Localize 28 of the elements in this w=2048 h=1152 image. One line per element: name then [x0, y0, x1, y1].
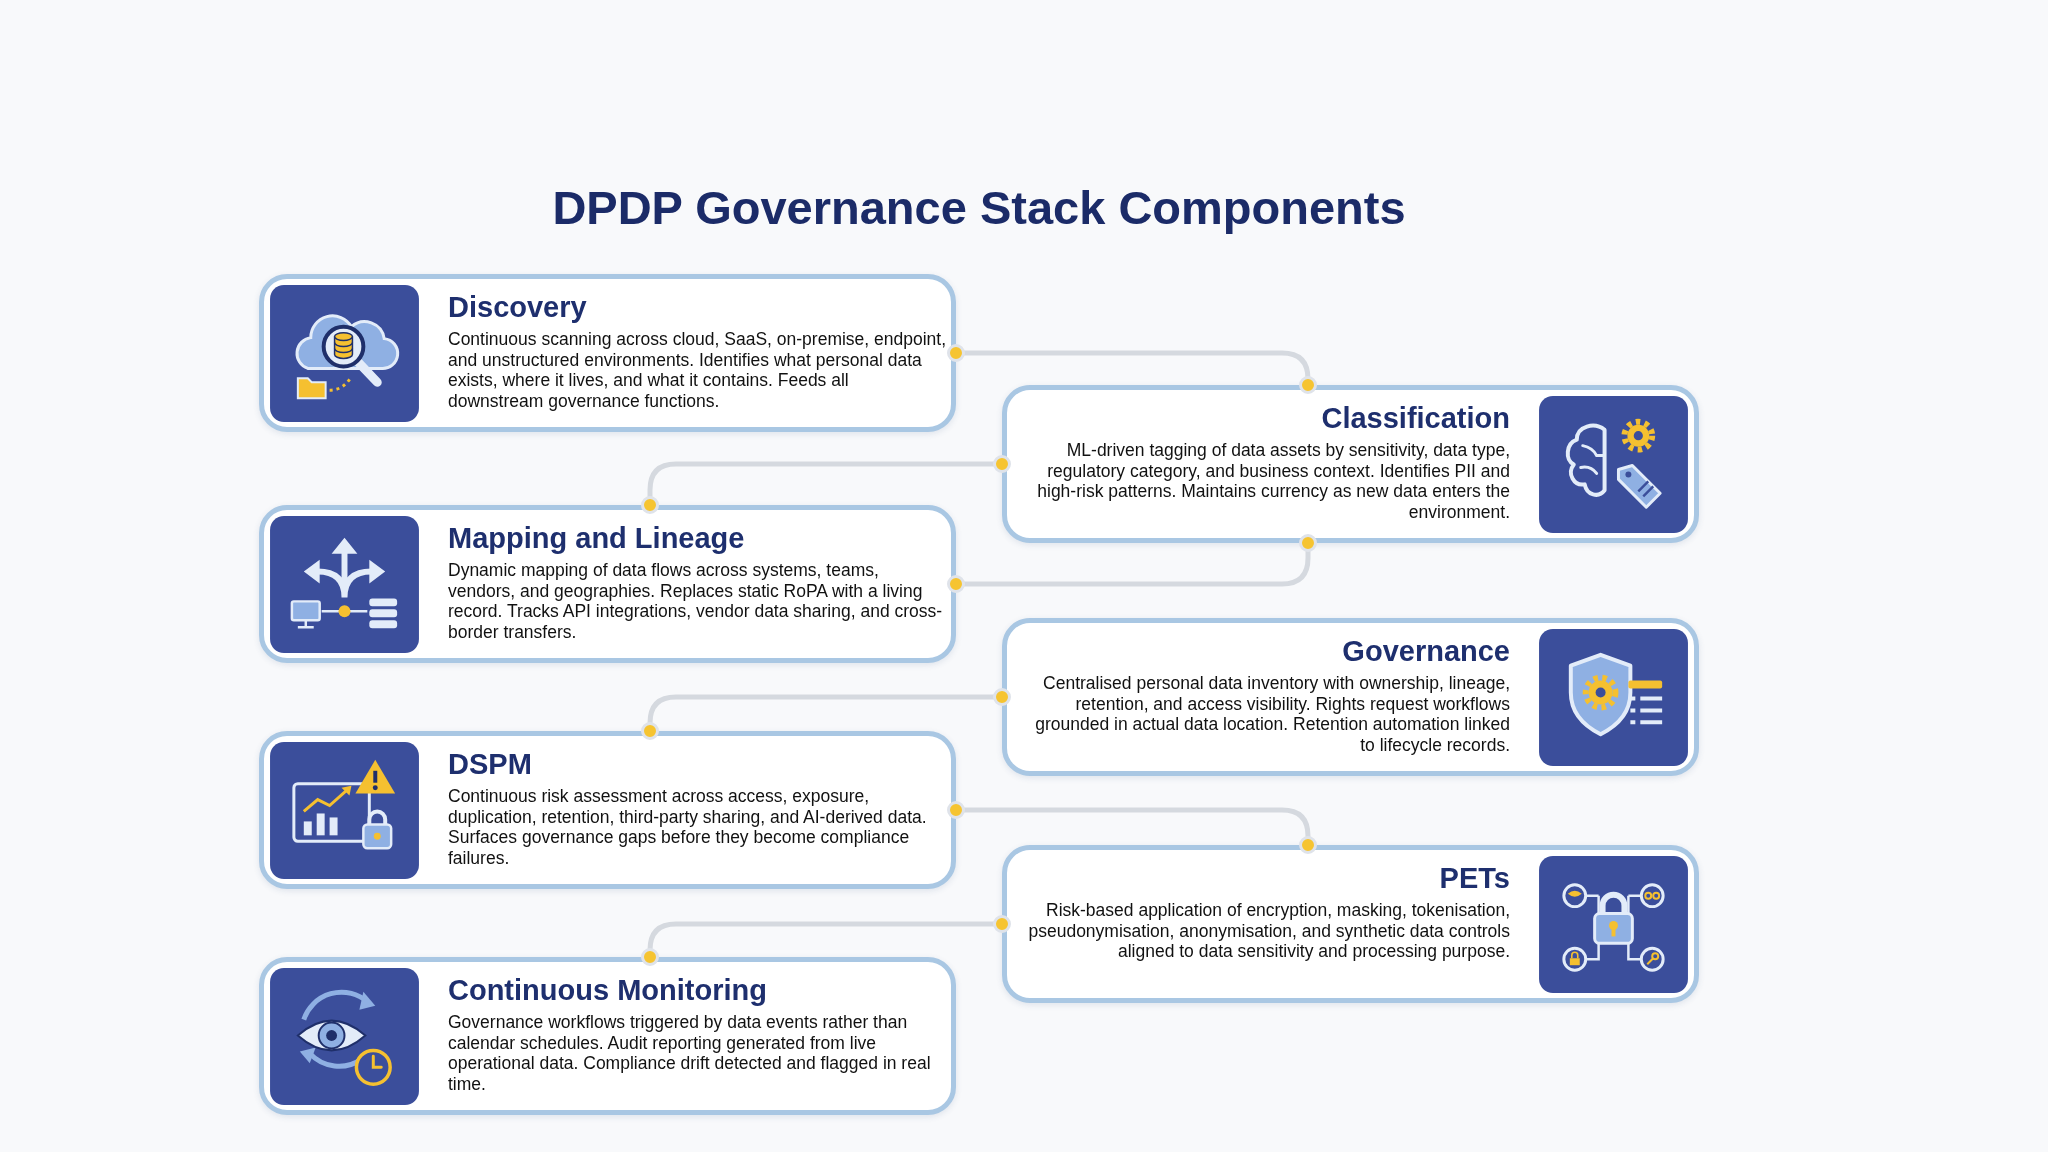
component-card: [259, 274, 956, 432]
card-description: Continuous scanning across cloud, SaaS, on-premise, endpoint, and unstructured environments. Identifies what personal data exists, where it lives, and what it contains. Feeds all downstream governance functions.: [448, 329, 948, 411]
component-card: [259, 731, 956, 889]
card-heading: Discovery: [448, 290, 587, 325]
connector-line: [947, 344, 1317, 394]
card-heading: Continuous Monitoring: [448, 973, 767, 1008]
card-description: Dynamic mapping of data flows across systems, teams, vendors, and geographies. Replaces static RoPA with a living record. Tracks API integrations, vendor data sharing, and cross-border transfers.: [448, 560, 944, 642]
card-description: ML-driven tagging of data assets by sensitivity, data type, regulatory category, and business context. Identifies PII and high-risk patterns. Maintains currency as new data enters the environment.: [1036, 440, 1510, 522]
card-description: Risk-based application of encryption, masking, tokenisation, pseudonymisation, anonymisation, and synthetic data controls aligned to data sensitivity and processing purpose.: [1027, 900, 1510, 962]
component-card: [1002, 618, 1699, 776]
connector-line: [947, 534, 1317, 593]
card-heading: PETs: [1439, 861, 1510, 896]
connector-line: [641, 455, 1011, 514]
connector-line: [641, 915, 1011, 966]
connector-line: [947, 801, 1317, 854]
connector-line: [641, 688, 1011, 740]
component-card: [259, 505, 956, 663]
component-card: [259, 957, 956, 1115]
card-description: Continuous risk assessment across access, exposure, duplication, retention, third-party sharing, and AI-derived data. Surfaces governance gaps before they become compliance failures.: [448, 786, 928, 868]
card-description: Centralised personal data inventory with ownership, lineage, retention, and access visibility. Rights request workflows grounded in actual data location. Retention automation linked to lifecycle records.: [1034, 673, 1510, 755]
diagram-title: DPDP Governance Stack Components: [552, 182, 1406, 234]
card-heading: Mapping and Lineage: [448, 521, 745, 556]
card-heading: DSPM: [448, 747, 532, 782]
card-heading: Governance: [1342, 634, 1510, 669]
component-card: [1002, 845, 1699, 1003]
card-heading: Classification: [1321, 401, 1510, 436]
card-description: Governance workflows triggered by data events rather than calendar schedules. Audit reporting generated from live operational data. Compliance drift detected and flagged in real time.: [448, 1012, 932, 1094]
component-card: [1002, 385, 1699, 543]
